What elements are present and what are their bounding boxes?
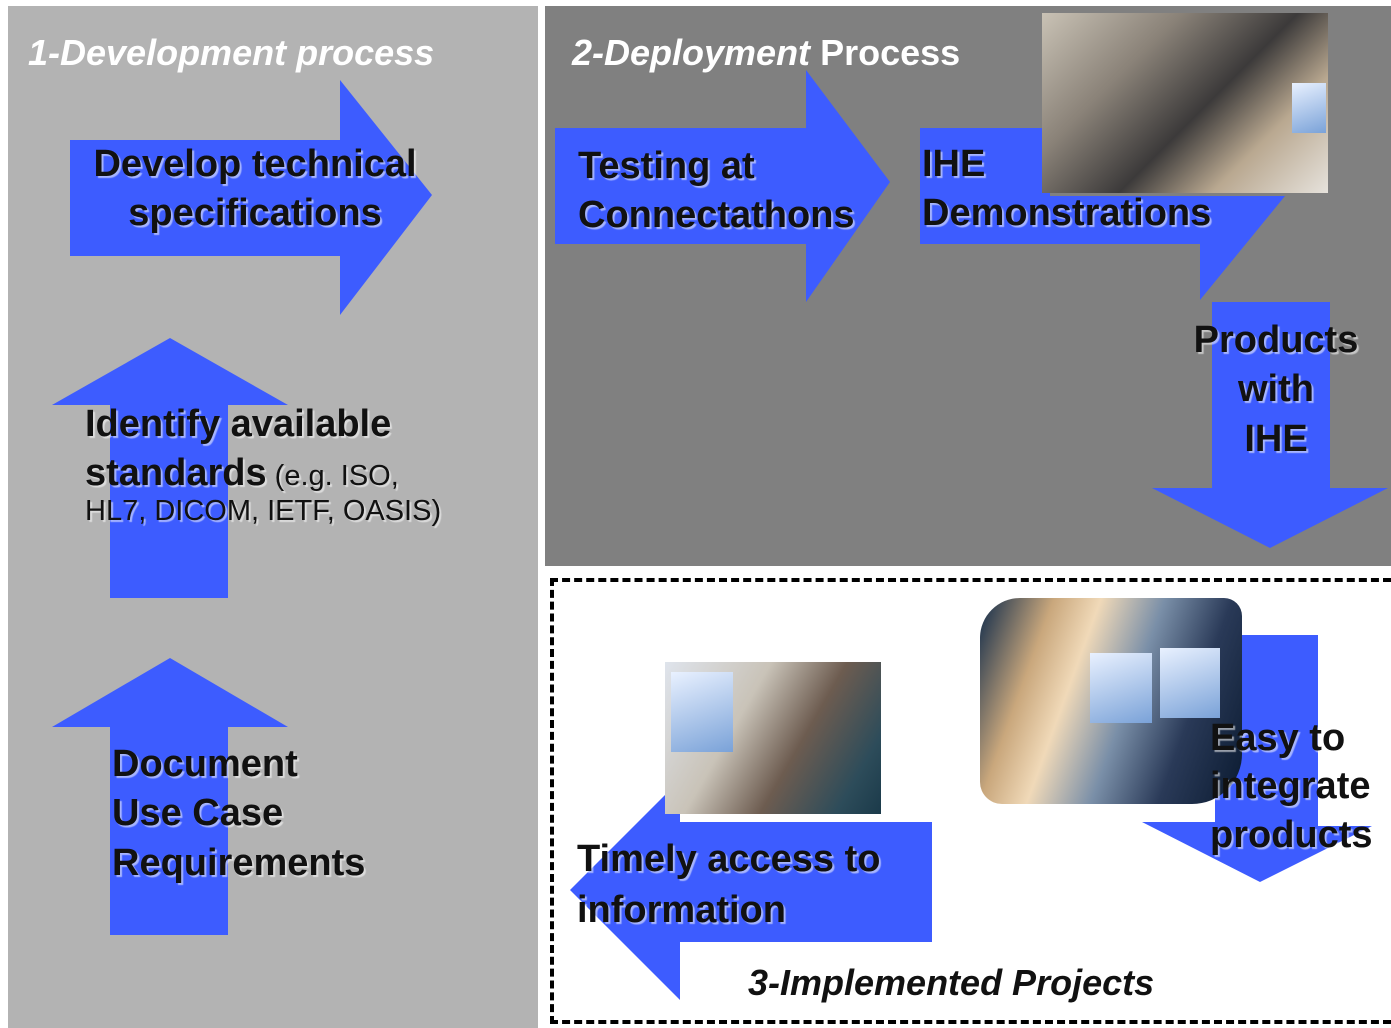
develop-label: Develop technical specifications — [75, 140, 435, 239]
timely-line2: information — [577, 888, 786, 931]
integrate-line2: integrate — [1210, 765, 1371, 808]
products-label: Products with IHE — [1180, 316, 1372, 464]
identify-line2-small: (e.g. ISO, — [266, 459, 399, 492]
develop-line1: Develop technical — [93, 143, 417, 185]
deployment-heading-italic: Deployment — [604, 32, 811, 73]
demos-label: IHE Demonstrations — [922, 140, 1211, 239]
products-line3: IHE — [1244, 417, 1308, 460]
develop-line2: specifications — [128, 192, 382, 235]
deployment-heading-number: 2- — [572, 32, 605, 73]
products-line1: Products — [1193, 319, 1359, 361]
testing-line1: Testing at — [578, 145, 755, 187]
demos-line2: Demonstrations — [922, 192, 1212, 235]
nurse-patient-photo — [665, 662, 881, 814]
development-heading: 1-Development process — [28, 32, 434, 74]
timely-line1: Timely access to — [577, 838, 881, 880]
document-line2: Use Case — [112, 792, 284, 835]
document-line1: Document — [112, 743, 298, 785]
demos-line1: IHE — [922, 143, 986, 185]
testing-line2: Connectathons — [578, 194, 855, 237]
timely-label: Timely access to information — [577, 834, 880, 935]
deployment-heading-rest: Process — [810, 32, 961, 73]
development-heading-number: 1- — [28, 32, 61, 73]
integrate-label: Easy to integrate products — [1210, 714, 1373, 859]
integrate-line1: Easy to — [1210, 717, 1346, 759]
trade-show-photo — [1042, 13, 1328, 193]
doctors-monitors-photo — [980, 598, 1242, 804]
implemented-heading: 3-Implemented Projects — [748, 962, 1155, 1003]
identify-line3-small: HL7, DICOM, IETF, OASIS) — [85, 495, 442, 528]
document-line3: Requirements — [112, 841, 366, 884]
development-heading-text: Development process — [60, 32, 435, 73]
products-line2: with — [1238, 368, 1314, 411]
integrate-line3: products — [1210, 813, 1373, 856]
testing-label: Testing at Connectathons — [578, 142, 855, 241]
document-label: Document Use Case Requirements — [112, 740, 365, 888]
identify-line1: Identify available — [85, 403, 392, 445]
deployment-heading: 2-Deployment Process — [572, 32, 960, 74]
identify-line2: standards — [85, 451, 267, 494]
identify-label: Identify available standards (e.g. ISO, … — [85, 400, 441, 530]
